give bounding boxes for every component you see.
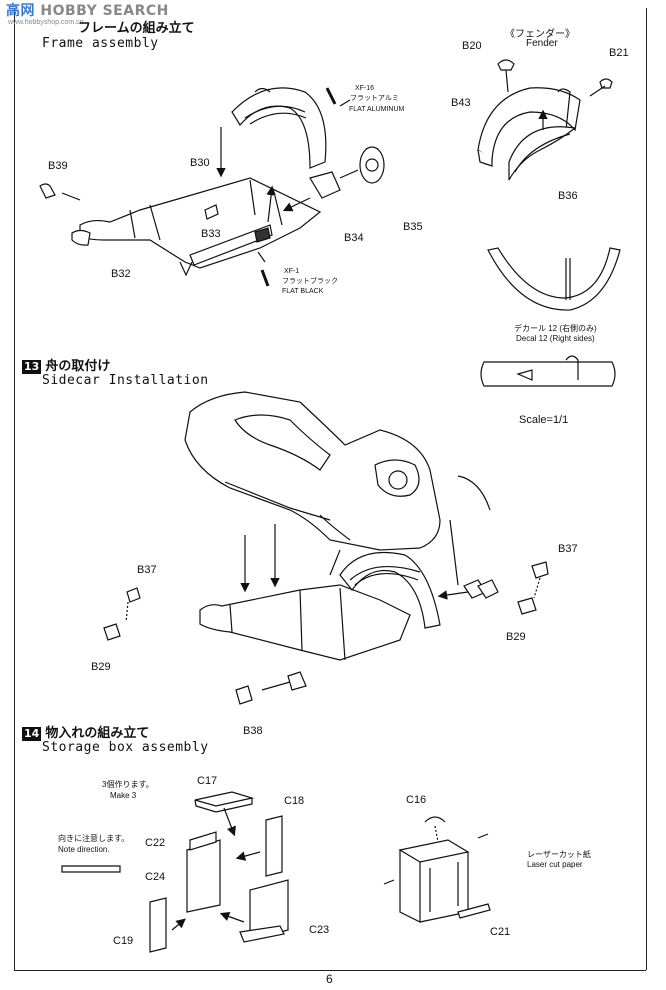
paint-xf16-code: XF-16 [355,85,375,92]
part-label-c16: C16 [406,794,427,806]
part-label-b38: B38 [243,725,263,737]
paint-xf1-code: XF-1 [284,268,300,275]
part-label-c21: C21 [490,926,511,938]
watermark-char-b: 网 [20,3,35,19]
sidecar-installation-drawing [103,391,549,705]
laser-cut-note-en: Laser cut paper [527,860,583,869]
part-label-b39: B39 [48,160,68,172]
part-label-b32: B32 [111,268,131,280]
part-label-b34: B34 [344,232,364,244]
paint-xf16-jp: フラットアルミ [350,95,399,102]
make3-jp: 3個作ります。 [102,780,154,789]
fender-title-jp: 《フェンダー》 [505,29,575,40]
part-label-c24: C24 [145,871,166,883]
part-label-c17: C17 [197,775,218,787]
step14-title-en: Storage box assembly [42,740,209,755]
paint-xf1-en: FLAT BLACK [282,288,324,295]
part-label-b21: B21 [609,47,629,59]
step12-title-jp: フレームの組み立て [78,21,195,36]
part-label-b37-left: B37 [137,564,157,576]
part-label-b33: B33 [201,228,221,240]
frame-assembly-drawing [39,87,385,287]
decal-note-en: Decal 12 (Right sides) [516,334,595,343]
watermark-url: www.hobbyshop.com.cn [8,19,84,26]
step13-title-jp: 舟の取付け [45,359,111,374]
page-frame-right [646,8,647,970]
part-label-b29-right: B29 [506,631,526,643]
watermark-search: HOBBY SEARCH [40,3,169,19]
part-label-c22: C22 [145,837,166,849]
part-label-c23: C23 [309,924,330,936]
make3-en: Make 3 [110,791,137,800]
page-number: 6 [326,972,333,986]
part-label-b29-left: B29 [91,661,111,673]
step13-number: 13 [22,360,42,374]
part-label-b35: B35 [403,221,423,233]
decal-note-jp: デカール 12 (右側のみ) [514,324,597,333]
note-direction-jp: 向きに注意します。 [58,834,130,843]
paint-xf16-en: FLAT ALUMINUM [349,106,405,113]
part-label-c19: C19 [113,935,134,947]
page-frame-bottom [14,970,646,971]
step12-title-en: Frame assembly [42,36,159,51]
part-label-b36: B36 [558,190,578,202]
page-frame-left [14,8,15,970]
step14-title-jp: 物入れの組み立て [45,726,150,741]
part-label-b30: B30 [190,157,210,169]
paint-xf1-jp: フラットブラック [282,278,338,285]
watermark-char-a: 高 [6,3,21,19]
scale-note: Scale=1/1 [519,414,569,426]
part-label-b20: B20 [462,40,482,52]
note-direction-en: Note direction. [58,845,110,854]
part-label-c18: C18 [284,795,305,807]
fender-title-en: Fender [526,38,558,49]
part-label-b37-right: B37 [558,543,578,555]
fender-detail-drawing [477,59,621,387]
step14-number: 14 [22,727,42,741]
laser-cut-note-jp: レーザーカット紙 [527,850,591,859]
watermark: 高网 HOBBY SEARCH [6,0,169,20]
storage-box-drawing [61,791,491,953]
part-label-b43: B43 [451,97,471,109]
step13-title-en: Sidecar Installation [42,373,209,388]
